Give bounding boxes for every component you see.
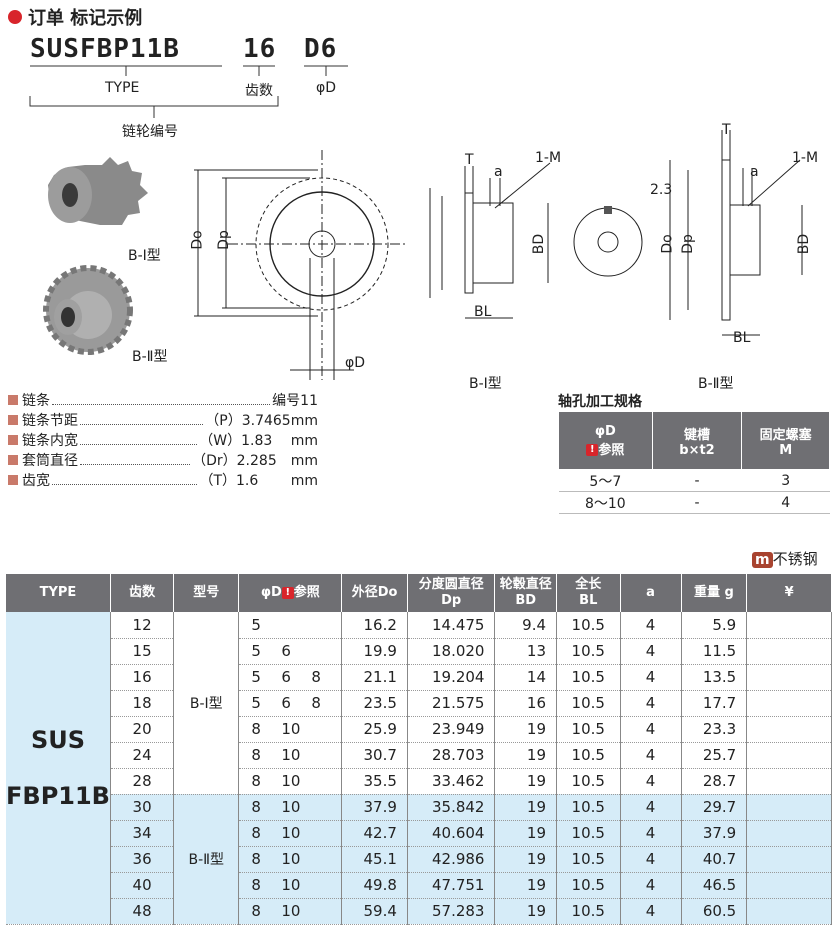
shaft-row: 8〜10-4 xyxy=(558,491,830,514)
order-code-bore: D6 xyxy=(304,34,338,64)
sprocket-photos xyxy=(43,157,148,355)
shaft-spec-title: 轴孔加工规格 xyxy=(558,394,642,410)
label-teeth: 齿数 xyxy=(245,83,273,99)
bullet-square-icon xyxy=(8,435,18,445)
section-title: 订单 标记示例 xyxy=(8,4,142,30)
bullet-square-icon xyxy=(8,475,18,485)
chain-spec-row: 套筒直径（Dr）2.285 mm xyxy=(8,450,318,470)
material-mark: m xyxy=(752,552,773,568)
b1-bd-label: BD xyxy=(531,233,548,255)
b2-do-label: Do xyxy=(659,234,676,254)
b2-a-label: a xyxy=(750,164,759,180)
chain-spec-row: 齿宽（T）1.6 mm xyxy=(8,470,318,490)
order-code-teeth: 16 xyxy=(243,34,277,64)
label-sprocket-no: 链轮编号 xyxy=(122,124,178,140)
b2-side-view xyxy=(669,130,803,336)
label-type: TYPE xyxy=(105,80,140,96)
b1-caption: B-Ⅰ型 xyxy=(469,376,502,392)
photo-b2-label: B-Ⅱ型 xyxy=(132,349,168,365)
chain-spec-row: 链条节距（P）3.7465mm xyxy=(8,410,318,430)
code-bracket-lines xyxy=(29,65,348,118)
b1-bl-label: BL xyxy=(474,304,492,320)
b2-m-label: 1-M xyxy=(792,150,819,166)
photo-b1-label: B-Ⅰ型 xyxy=(128,248,161,264)
photo-b2 xyxy=(43,265,133,355)
b1-m-label: 1-M xyxy=(535,150,562,166)
front-do-label: Do xyxy=(189,230,206,250)
bullet-icon xyxy=(8,10,22,24)
b2-dp-label: Dp xyxy=(679,234,696,254)
b2-dim-label: 2.3 xyxy=(650,182,673,198)
shaft-row: 5〜7-3 xyxy=(558,469,830,492)
bullet-square-icon xyxy=(8,415,18,425)
bore-end-view xyxy=(573,206,643,277)
front-phid-label: φD xyxy=(345,355,366,371)
b2-bd-label: BD xyxy=(796,233,813,255)
front-dp-label: Dp xyxy=(215,230,232,250)
chain-spec-row: 链条编号11 xyxy=(8,390,318,410)
photo-b1 xyxy=(48,157,148,225)
shaft-header-bore: φD!参照 xyxy=(558,411,653,470)
b1-side-view xyxy=(429,162,551,319)
b1-a-label: a xyxy=(494,164,503,180)
b2-bl-label: BL xyxy=(733,330,751,346)
b2-caption: B-Ⅱ型 xyxy=(698,376,734,392)
model-cell: B-Ⅱ型 xyxy=(173,794,240,925)
chain-spec-row: 链条内宽（W）1.83 mm xyxy=(8,430,318,450)
sprocket-front-view xyxy=(194,150,408,380)
bullet-square-icon xyxy=(8,455,18,465)
model-cell: B-Ⅰ型 xyxy=(173,612,240,795)
order-code-type: SUSFBP11B xyxy=(30,34,180,64)
label-bore: φD xyxy=(316,80,337,96)
section-title-text: 订单 标记示例 xyxy=(28,8,143,29)
b1-t-label: T xyxy=(465,152,474,168)
warning-icon: ! xyxy=(281,586,294,599)
warning-icon: ! xyxy=(586,444,599,456)
chain-spec-list: 链条编号11 链条节距（P）3.7465mm 链条内宽（W）1.83 mm 套筒… xyxy=(8,390,318,490)
bullet-square-icon xyxy=(8,395,18,405)
b2-t-label: T xyxy=(722,122,731,138)
